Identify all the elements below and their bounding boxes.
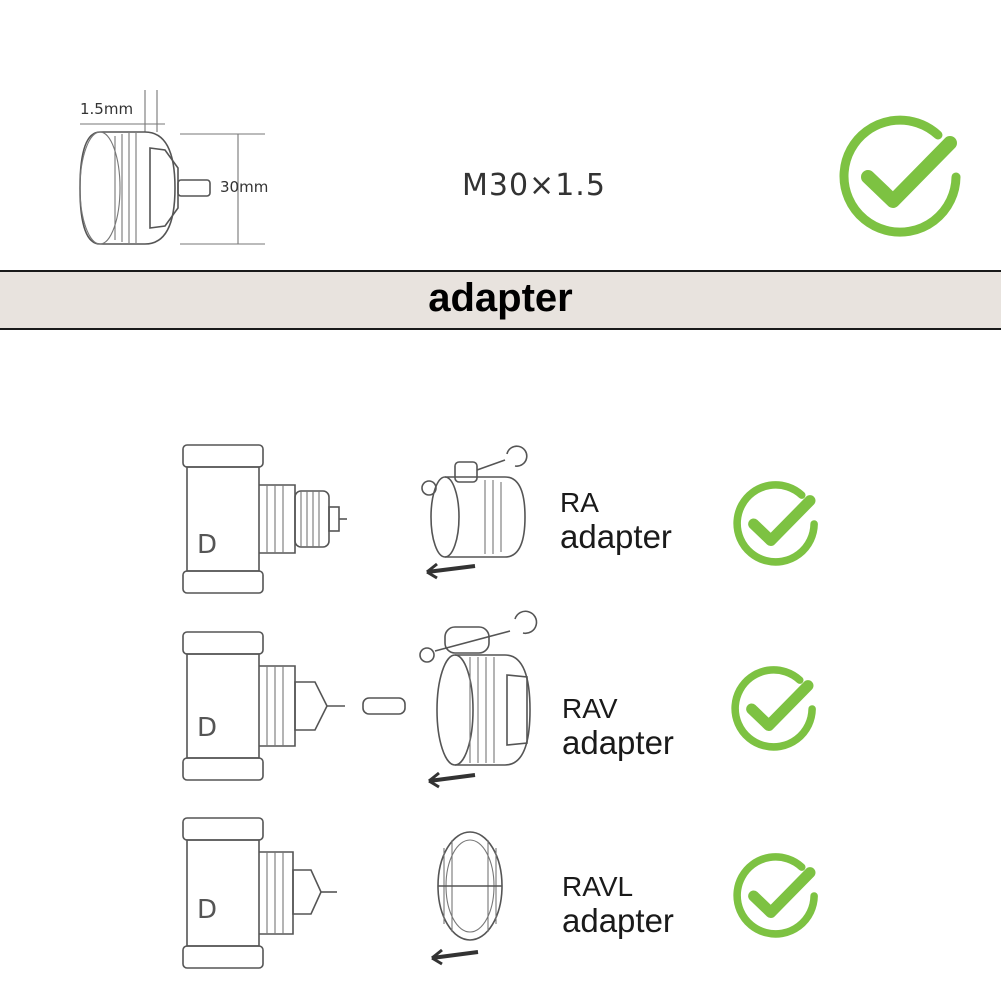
thread-spec-row: 1.5mm 30mm M30×1.5 [0, 0, 1001, 270]
adapter-word: adapter [562, 902, 674, 939]
thread-drawing [79, 90, 265, 245]
adapter-word: adapter [562, 724, 674, 761]
adapter-banner: adapter [0, 270, 1001, 330]
adapter-word: adapter [560, 518, 672, 555]
adapter-ring-drawing [431, 831, 503, 966]
thread-spec-text: M30×1.5 [462, 168, 606, 203]
svg-text:D: D [197, 530, 217, 560]
svg-text:D: D [197, 713, 217, 743]
adapter-type: RAVL [562, 871, 634, 902]
check-circle-icon [733, 481, 818, 566]
banner-title: adapter [428, 276, 573, 320]
adapter-ring-drawing [419, 610, 538, 789]
adapter-ring-drawing [421, 445, 528, 580]
adapter-type: RA [560, 487, 599, 518]
adapter-label-rav: RAV adapter [562, 692, 674, 760]
radiator-valve-drawing: D [182, 444, 347, 594]
adapter-label-ravl: RAVL adapter [562, 870, 674, 938]
radiator-valve-drawing: D [182, 631, 406, 781]
check-circle-icon [733, 853, 818, 938]
dimension-thickness-label: 1.5mm [80, 100, 134, 118]
radiator-valve-drawing: D [182, 817, 337, 969]
adapter-label-ra: RA adapter [560, 486, 672, 554]
adapter-type: RAV [562, 693, 618, 724]
svg-text:D: D [197, 895, 217, 925]
check-circle-icon [731, 666, 816, 751]
dimension-diameter-label: 30mm [220, 178, 269, 196]
check-circle-icon [839, 115, 961, 237]
